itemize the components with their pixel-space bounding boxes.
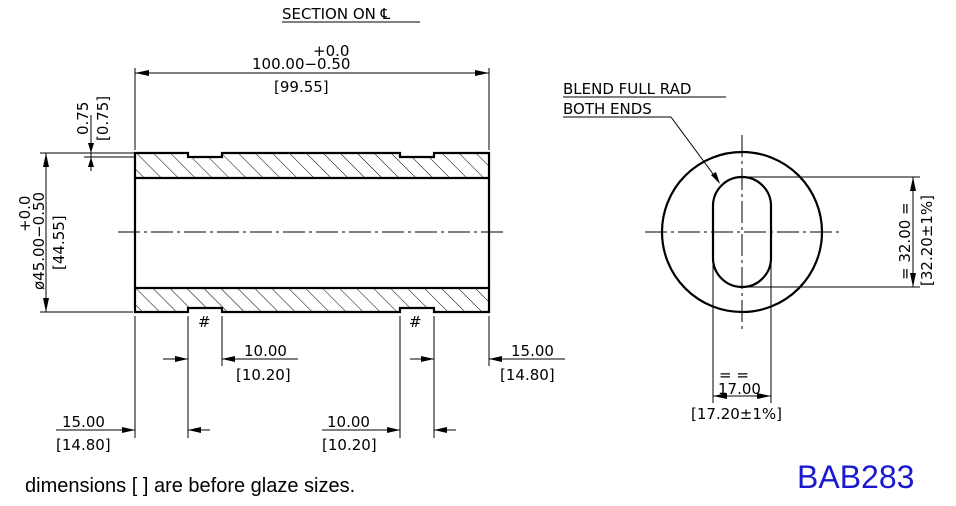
length-tol-upper: +0.0 — [313, 42, 349, 60]
step-depth: 0.75 — [74, 102, 92, 135]
bottom-dimensions: 10.00 [10.20] 15.00 [14.80] 15.00 [14.80… — [56, 316, 565, 454]
slot-width: 17.00 — [718, 380, 761, 398]
length-dimension: +0.0 100.00−0.50 [99.55] — [134, 42, 490, 150]
blend-note-line1: BLEND FULL RAD — [563, 80, 691, 98]
part-code: BAB283 — [797, 459, 914, 495]
left-groove-width-before-glaze: [10.20] — [236, 366, 291, 384]
right-groove-arrow-left — [387, 427, 400, 433]
right-end-arrow-right — [489, 356, 502, 362]
blend-note-leader — [670, 116, 720, 183]
slot-height: = 32.00 = — [896, 202, 914, 280]
blend-note: BLEND FULL RAD BOTH ENDS — [563, 80, 726, 184]
length-before-glaze: [99.55] — [274, 78, 329, 96]
slot-height-dimension: = 32.00 = [32.20±1%] — [745, 176, 936, 288]
step-arrow-top — [88, 143, 94, 153]
left-end-arrow-right — [188, 427, 201, 433]
blend-note-arrow — [711, 172, 720, 184]
section-title: SECTION ON ℄ — [282, 5, 391, 23]
slot-width-arrow-right — [757, 393, 771, 399]
left-groove-width: 10.00 — [244, 342, 287, 360]
right-groove-width: 10.00 — [327, 413, 370, 431]
section-view — [118, 151, 505, 314]
dia-before-glaze: [44.55] — [50, 215, 68, 270]
step-depth-before-glaze: [0.75] — [94, 96, 112, 141]
slot-width-before-glaze: [17.20±1%] — [691, 405, 782, 423]
length-arrow-left — [135, 70, 149, 76]
diameter-dimension: +0.0 ø45.00−0.50 [44.55] — [16, 152, 133, 313]
left-groove-arrow-left — [175, 356, 188, 362]
length-nominal: 100.00−0.50 — [252, 55, 350, 73]
step-arrow-bottom — [88, 157, 94, 167]
length-arrow-right — [475, 70, 489, 76]
dia-tol-upper: +0.0 — [16, 196, 34, 232]
right-groove-arrow-right — [434, 427, 447, 433]
slot-height-arrow-bottom — [910, 273, 916, 287]
groove-marker-right: # — [409, 313, 422, 331]
dia-arrow-bottom — [43, 298, 49, 312]
right-end-arrow-left — [421, 356, 434, 362]
dia-nominal: ø45.00−0.50 — [30, 192, 48, 290]
right-end-offset: 15.00 — [511, 342, 554, 360]
top-wall-hatch — [133, 151, 491, 180]
groove-marker-left: # — [198, 313, 211, 331]
right-groove-width-before-glaze: [10.20] — [322, 436, 377, 454]
bottom-wall-hatch — [133, 286, 491, 314]
slot-height-before-glaze: [32.20±1%] — [918, 195, 936, 286]
slot-height-arrow-top — [910, 177, 916, 191]
right-end-offset-before-glaze: [14.80] — [500, 366, 555, 384]
left-end-offset: 15.00 — [62, 413, 105, 431]
step-depth-dimension: 0.75 [0.75] — [74, 96, 135, 171]
left-end-offset-before-glaze: [14.80] — [56, 436, 111, 454]
blend-note-line2: BOTH ENDS — [563, 100, 652, 118]
footer-note: dimensions [ ] are before glaze sizes. — [25, 475, 355, 497]
dia-arrow-top — [43, 153, 49, 167]
slot-width-equal-marks: = = — [719, 366, 749, 384]
end-view — [645, 135, 840, 332]
slot-width-arrow-left — [713, 393, 727, 399]
left-end-arrow-left — [122, 427, 135, 433]
slot-width-dimension: = = 17.00 [17.20±1%] — [691, 262, 782, 423]
left-groove-arrow-right — [222, 356, 235, 362]
